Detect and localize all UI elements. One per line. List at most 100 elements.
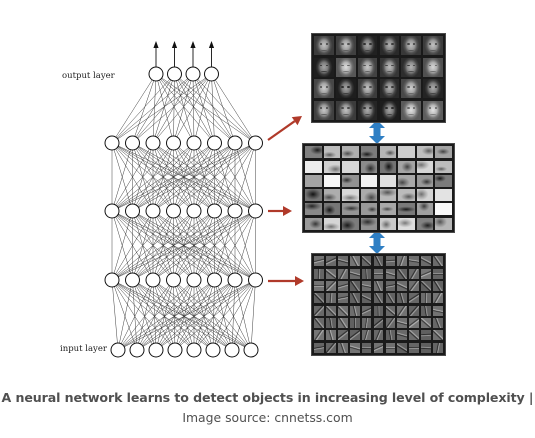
connection-line (111, 279, 195, 351)
arrow-right-icon (283, 206, 292, 216)
face-parts-panel-tile (305, 174, 322, 187)
face-mouth (364, 49, 371, 51)
faces-panel-tile (336, 36, 356, 56)
edges-panel-tile (397, 280, 408, 292)
face-mouth (321, 49, 327, 51)
edges-panel-tile (385, 330, 396, 341)
face-eye-right (325, 43, 329, 45)
face-parts-panel-tile (416, 203, 434, 216)
face-parts-panel-tile (361, 160, 378, 173)
face-mouth (408, 71, 414, 73)
face-eye-right (347, 86, 351, 88)
connection-line (231, 279, 236, 351)
arrow-right-icon (291, 116, 302, 126)
face-parts-panel-tile (361, 189, 378, 202)
hidden-3-neuron (207, 135, 222, 151)
connection-line (234, 142, 256, 212)
connection-line (173, 279, 176, 351)
faces-panel-tile (314, 57, 334, 77)
connection-line (214, 279, 252, 351)
connection-line (173, 279, 252, 351)
connection-line (193, 279, 233, 351)
face-mouth (343, 92, 349, 94)
face-eye-left (341, 64, 345, 67)
face-eye-left (319, 86, 323, 88)
connection-line (192, 73, 256, 144)
faces-panel (311, 33, 446, 123)
face-parts-panel-tile (416, 217, 434, 230)
connection-line (136, 279, 215, 351)
connection-line (155, 73, 174, 144)
face-parts-panel-tile (305, 217, 322, 230)
edges-panel-tile (385, 305, 396, 316)
face-parts-panel-tile (305, 203, 322, 216)
output-neuron (148, 66, 164, 82)
edges-panel-tile (409, 280, 419, 292)
edges-panel-tile (421, 256, 431, 267)
face-parts-panel-tile (416, 146, 434, 159)
face-eye-left (385, 43, 388, 45)
face-mouth (430, 114, 436, 116)
face-mouth (408, 49, 414, 51)
hidden-3-neuron (166, 135, 181, 151)
hidden-1-neuron (145, 272, 161, 288)
connection-line (152, 210, 256, 281)
connection-line (117, 279, 174, 351)
output-arrows (153, 41, 215, 67)
connection-line (214, 142, 256, 212)
edges-panel-tile (373, 256, 384, 267)
face-mouth (321, 92, 327, 94)
face-eye-right (390, 107, 394, 110)
edges-panel-tile (337, 268, 348, 279)
connection-line (152, 279, 252, 351)
edges-panel-tile (314, 293, 324, 304)
edges-panel-tile (421, 293, 431, 304)
connection-line (111, 279, 138, 351)
face-parts-panel-tile (342, 203, 359, 216)
connection-line (173, 210, 256, 281)
face-parts-panel-tile (398, 217, 415, 230)
face-eye-left (319, 107, 323, 110)
connection-line (211, 73, 236, 144)
connection-line (155, 279, 236, 351)
panel-double-arrows (369, 120, 385, 254)
face-mouth (343, 49, 349, 51)
connection-line (192, 73, 215, 144)
connection-line (250, 279, 256, 351)
face-eye-right (325, 107, 329, 110)
face-eye-right (390, 86, 394, 88)
face-parts-panel-tile (361, 174, 378, 187)
connection-line (212, 279, 215, 351)
connection-line (155, 279, 256, 351)
connection-line (193, 279, 252, 351)
face-parts-panel-tile (342, 146, 359, 159)
face-parts-panel-tile (379, 146, 396, 159)
connection-line (173, 73, 194, 144)
edges-panel-tile (397, 256, 408, 267)
edges-panel-tile (409, 342, 419, 353)
face-mouth (408, 114, 414, 116)
connection-line (173, 142, 256, 212)
hidden-1-neuron (227, 272, 243, 288)
connection-line (214, 210, 256, 281)
edges-panel-tile (373, 342, 384, 353)
face-mouth (386, 71, 393, 73)
face-parts-panel-tile (323, 146, 341, 159)
edges-panel-tile (314, 330, 324, 341)
edges-panel-tile (397, 305, 408, 316)
face-parts-panel-tile (323, 203, 341, 216)
double-arrow-icon (369, 230, 385, 254)
face-parts-panel-tile (416, 189, 434, 202)
edges-panel-tile (361, 305, 372, 316)
face-eye-right (412, 64, 416, 67)
face-parts-panel-tile (435, 217, 452, 230)
connection-line (152, 73, 157, 144)
face-eye-left (385, 86, 388, 88)
faces-panel-tile (379, 100, 400, 120)
connection-line (111, 279, 252, 351)
faces-panel-tile (357, 57, 378, 77)
face-mouth (386, 49, 393, 51)
hidden-3-neuron (186, 135, 202, 151)
face-eye-right (412, 86, 416, 88)
